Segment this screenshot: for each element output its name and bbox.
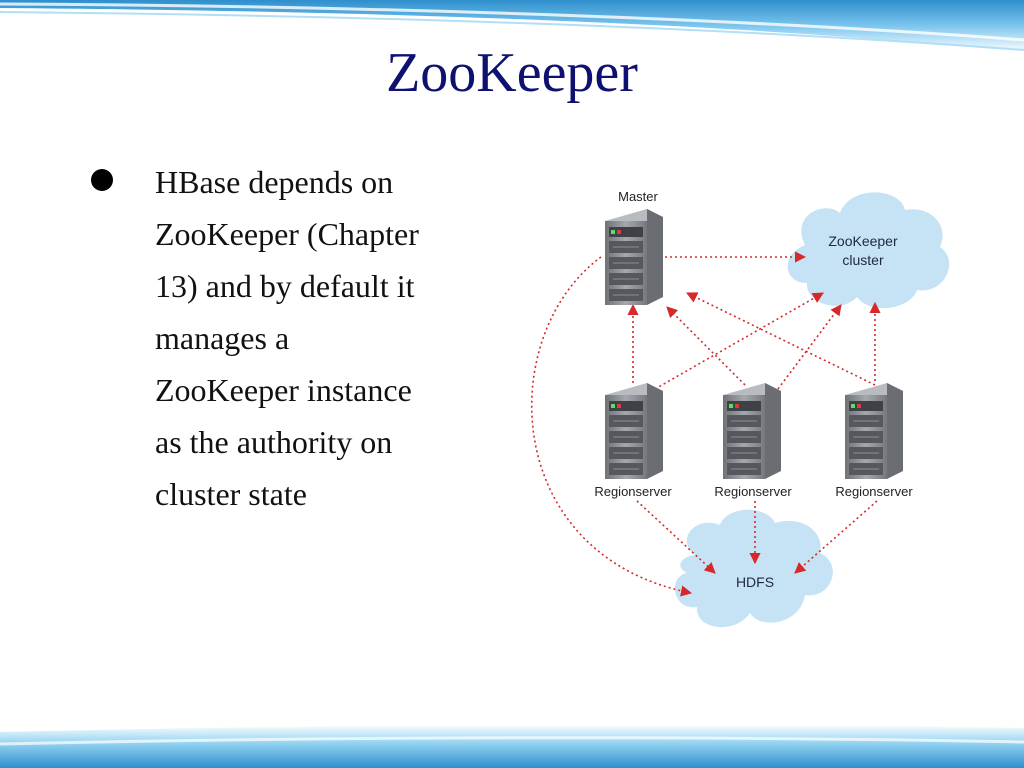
- regionserver-1-icon: [604, 382, 664, 480]
- bullet-marker: [91, 169, 113, 191]
- bottom-decorative-band: [0, 724, 1024, 768]
- master-label: Master: [618, 189, 658, 204]
- hbase-architecture-diagram: ZooKeeper cluster HDFS: [530, 189, 950, 628]
- regionserver-2-icon: [722, 382, 782, 480]
- hdfs-cloud: [674, 509, 833, 628]
- top-decorative-band: [0, 0, 1024, 52]
- master-server-icon: [604, 208, 664, 306]
- arrow-rs2-to-master: [666, 306, 746, 386]
- slide-title: ZooKeeper: [386, 42, 638, 104]
- regionserver-2-label: Regionserver: [714, 484, 792, 499]
- arrow-rs3-to-master: [685, 292, 876, 386]
- arrow-master-to-hdfs: [530, 256, 693, 597]
- arrow-rs2-to-zookeeper: [774, 304, 842, 394]
- arrow-rs1-to-zookeeper: [654, 292, 824, 390]
- bullet-text: HBase depends on ZooKeeper (Chapter 13) …: [155, 164, 419, 512]
- arrow-rs3-to-hdfs: [794, 500, 878, 574]
- regionserver-3-label: Regionserver: [835, 484, 913, 499]
- regionserver-3-icon: [844, 382, 904, 480]
- zookeeper-cloud-label-line1: ZooKeeper: [828, 233, 898, 249]
- hdfs-cloud-label: HDFS: [736, 574, 774, 590]
- zookeeper-cloud-label-line2: cluster: [842, 252, 884, 268]
- regionserver-1-label: Regionserver: [594, 484, 672, 499]
- zookeeper-cloud: [787, 192, 950, 309]
